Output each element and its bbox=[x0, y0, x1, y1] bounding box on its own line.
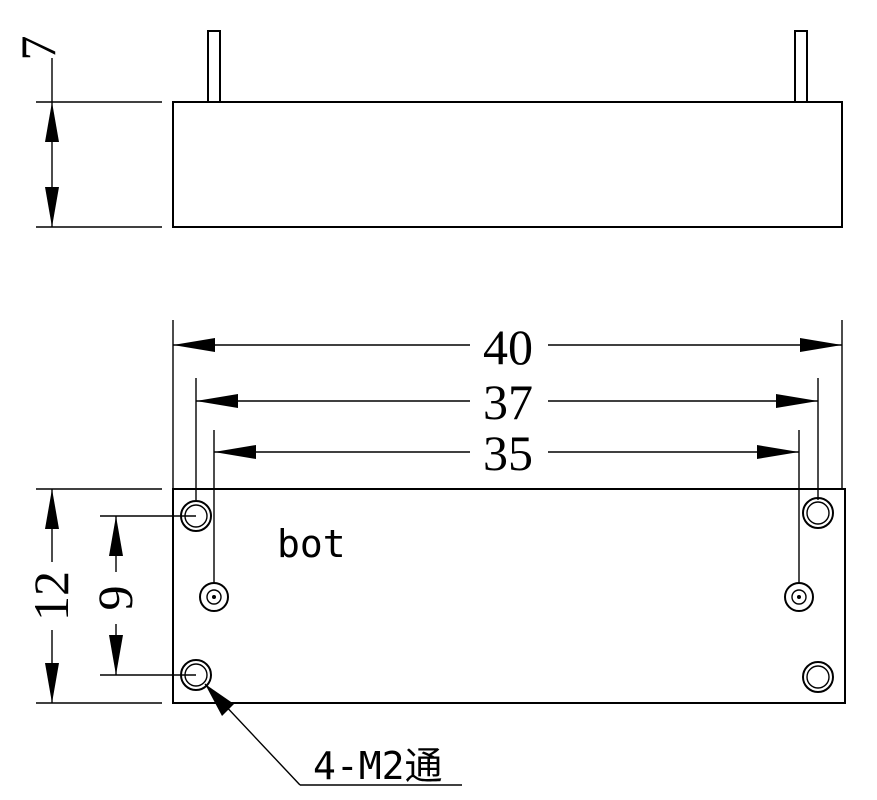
bottom-body bbox=[172, 488, 846, 704]
bottom-view: 40 37 35 12 9 bbox=[23, 319, 846, 788]
side-pin-right bbox=[794, 30, 808, 103]
dim-9-label: 9 bbox=[87, 586, 143, 611]
mounting-hole-top-left bbox=[180, 500, 212, 532]
dim-12-label: 12 bbox=[23, 571, 79, 621]
pin-right bbox=[784, 582, 814, 612]
mounting-hole-bottom-right bbox=[802, 661, 834, 693]
side-dim-pin-label: 7 bbox=[10, 36, 66, 61]
mounting-hole-top-right bbox=[802, 497, 834, 529]
dim-37-label: 37 bbox=[483, 374, 533, 430]
dim-40-label: 40 bbox=[483, 319, 533, 375]
bottom-label: bot bbox=[277, 522, 346, 566]
callout-text: 4-M2通 bbox=[313, 744, 443, 788]
pin-left bbox=[199, 582, 229, 612]
side-pin-left bbox=[207, 30, 221, 103]
side-view: 7 bbox=[10, 30, 843, 228]
side-body bbox=[172, 101, 843, 228]
mounting-hole-bottom-left bbox=[180, 659, 212, 691]
dim-35-label: 35 bbox=[483, 425, 533, 481]
